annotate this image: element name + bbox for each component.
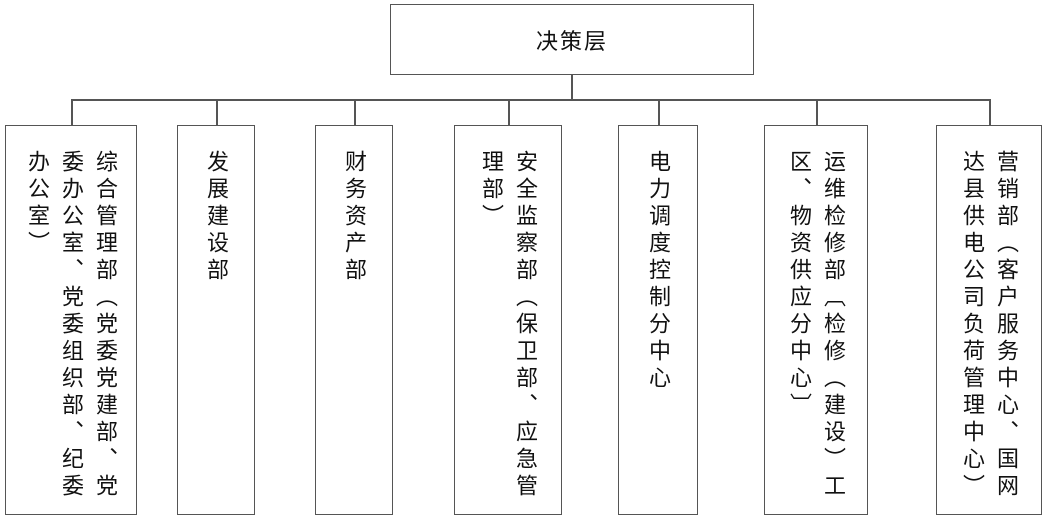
root-label: 决策层 bbox=[535, 29, 608, 55]
dept-safety: 安全监察部（保卫部、应急管理部） bbox=[454, 125, 562, 515]
dept-comprehensive-label-line: 办公室） bbox=[24, 150, 49, 258]
root-node: 决策层 bbox=[390, 4, 754, 75]
dept-marketing: 营销部（客户服务中心、国网达县供电公司负荷管理中心） bbox=[936, 125, 1042, 515]
dept-development: 发展建设部 bbox=[177, 125, 255, 515]
dept-finance: 财务资产部 bbox=[315, 125, 393, 515]
dept-comprehensive: 综合管理部（党委党建部、党委办公室、党委组织部、纪委办公室） bbox=[5, 125, 137, 515]
horizontal-connector bbox=[71, 99, 989, 101]
dept-marketing-label-line: 达县供电公司负荷管理中心） bbox=[959, 150, 984, 501]
dept-comprehensive-label-line: 综合管理部（党委党建部、党 bbox=[92, 150, 117, 501]
dept-comprehensive-label-line: 委办公室、党委组织部、纪委 bbox=[58, 150, 83, 501]
dept-operations-label-line: 运维检修部〔检修（建设）工 bbox=[820, 150, 845, 501]
dept-safety-label-line: 理部） bbox=[478, 150, 503, 231]
dept-comprehensive-connector bbox=[71, 99, 73, 126]
dept-dispatch: 电力调度控制分中心 bbox=[618, 125, 698, 515]
dept-safety-label-line: 安全监察部（保卫部、应急管 bbox=[512, 150, 537, 501]
dept-operations: 运维检修部〔检修（建设）工区、物资供应分中心〕 bbox=[764, 125, 868, 515]
root-connector bbox=[571, 75, 573, 100]
dept-development-connector bbox=[216, 99, 218, 126]
dept-finance-connector bbox=[354, 99, 356, 126]
dept-marketing-connector bbox=[989, 99, 991, 126]
dept-development-label-line: 发展建设部 bbox=[203, 150, 228, 285]
dept-safety-connector bbox=[508, 99, 510, 126]
dept-dispatch-label-line: 电力调度控制分中心 bbox=[645, 150, 670, 393]
dept-dispatch-connector bbox=[658, 99, 660, 126]
dept-finance-label-line: 财务资产部 bbox=[341, 150, 366, 285]
org-chart: 决策层 综合管理部（党委党建部、党委办公室、党委组织部、纪委办公室） 发展建设部 财… bbox=[5, 4, 1042, 515]
dept-marketing-label-line: 营销部（客户服务中心、国网 bbox=[993, 150, 1018, 501]
dept-operations-connector bbox=[816, 99, 818, 126]
dept-operations-label-line: 区、物资供应分中心〕 bbox=[786, 150, 811, 420]
